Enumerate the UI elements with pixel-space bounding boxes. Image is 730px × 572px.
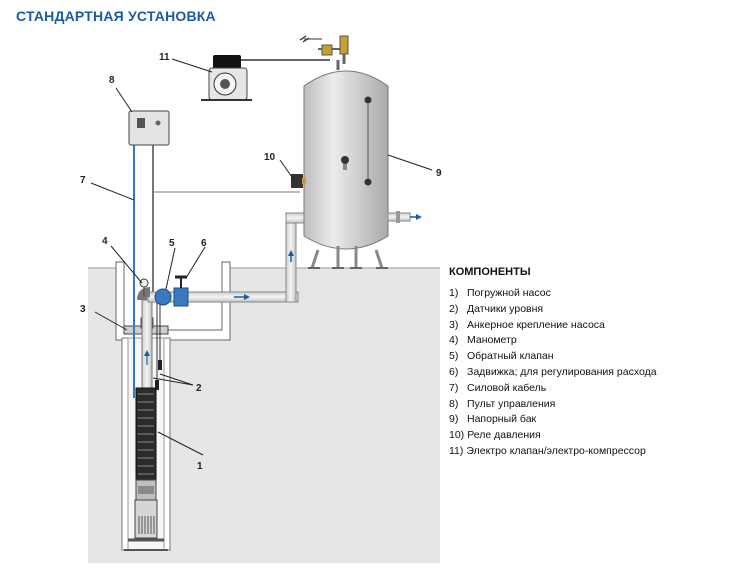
legend-item-label: Анкерное крепление насоса — [467, 318, 605, 331]
legend-item-number: 10) — [449, 429, 465, 442]
legend-item-label: Манометр — [467, 334, 517, 347]
legend-item: 11)Электро клапан/электро-компрессор — [449, 444, 724, 460]
legend-item: 7) Силовой кабель — [449, 381, 724, 397]
legend-item-number: 8) — [449, 397, 459, 410]
legend-item-number: 1) — [449, 287, 459, 299]
legend-item-label: Пульт управления — [467, 397, 556, 410]
callout-1: 1 — [197, 461, 203, 472]
legend-item: 4) Манометр — [449, 333, 724, 349]
callout-2: 2 — [196, 383, 202, 394]
legend-item-label: Реле давления — [467, 429, 541, 442]
callout-9: 9 — [436, 168, 442, 179]
legend-item-number: 7) — [449, 381, 459, 394]
legend-item: 5) Обратный клапан — [449, 349, 724, 365]
pressure-switch — [291, 174, 306, 188]
pressure-gauge — [139, 278, 149, 296]
callout-8: 8 — [109, 75, 115, 86]
legend-item-label: Датчики уровня — [467, 302, 544, 315]
callout-4: 4 — [102, 236, 108, 247]
legend-item-number: 6) — [449, 365, 459, 378]
legend-item-number: 9) — [449, 413, 459, 426]
legend-heading: КОМПОНЕНТЫ — [449, 266, 531, 278]
callout-3: 3 — [80, 304, 86, 315]
legend-item-label: Погружной насос — [467, 287, 551, 299]
legend-item: 6) Задвижка; для регулирования расхода — [449, 365, 724, 381]
legend-item: 2) Датчики уровня — [449, 302, 724, 318]
callout-10: 10 — [264, 152, 276, 163]
gate-valve — [173, 275, 189, 307]
legend-item-label: Задвижка; для регулирования расхода — [467, 365, 657, 378]
legend-item-number: 4) — [449, 334, 459, 347]
legend-item: 3) Анкерное крепление насоса — [449, 318, 724, 334]
legend-item: 1) Погружной насос — [449, 286, 724, 302]
legend-item-number: 3) — [449, 318, 459, 331]
leader-lines — [90, 58, 433, 456]
legend-item-label: Электро клапан/электро-компрессор — [466, 444, 646, 457]
callout-5: 5 — [169, 238, 175, 249]
compressor — [201, 55, 330, 101]
legend-list: 1) Погружной насос 2) Датчики уровня 3) Анк… — [449, 286, 724, 460]
level-sensors — [155, 300, 162, 390]
page-title: СТАНДАРТНАЯ УСТАНОВКА — [16, 8, 216, 24]
callout-11: 11 — [159, 52, 170, 63]
callout-7: 7 — [80, 175, 86, 186]
legend-item: 8) Пульт управления — [449, 397, 724, 413]
components-legend: КОМПОНЕНТЫ 1) Погружной насос 2) Датчики у… — [449, 266, 724, 460]
callouts: 1 2 3 4 5 6 7 8 9 10 11 — [80, 52, 442, 472]
legend-item-label: Силовой кабель — [467, 381, 547, 394]
legend-item-number: 11) — [449, 444, 464, 457]
legend-item-label: Напорный бак — [467, 413, 537, 426]
legend-item: 9) Напорный бак — [449, 412, 724, 428]
legend-item-number: 2) — [449, 302, 459, 315]
legend-item-number: 5) — [449, 350, 459, 363]
check-valve — [154, 288, 172, 306]
submersible-pump — [134, 387, 158, 539]
solenoid-valve — [299, 35, 349, 64]
pressure-tank — [303, 60, 389, 269]
callout-6: 6 — [201, 238, 207, 249]
legend-item: 10)Реле давления — [449, 428, 724, 444]
pressure-switch-cable — [152, 143, 300, 193]
legend-item-label: Обратный клапан — [467, 350, 554, 363]
tank-outlet — [387, 211, 422, 223]
control-panel — [128, 110, 170, 146]
drop-pipe — [141, 299, 153, 391]
